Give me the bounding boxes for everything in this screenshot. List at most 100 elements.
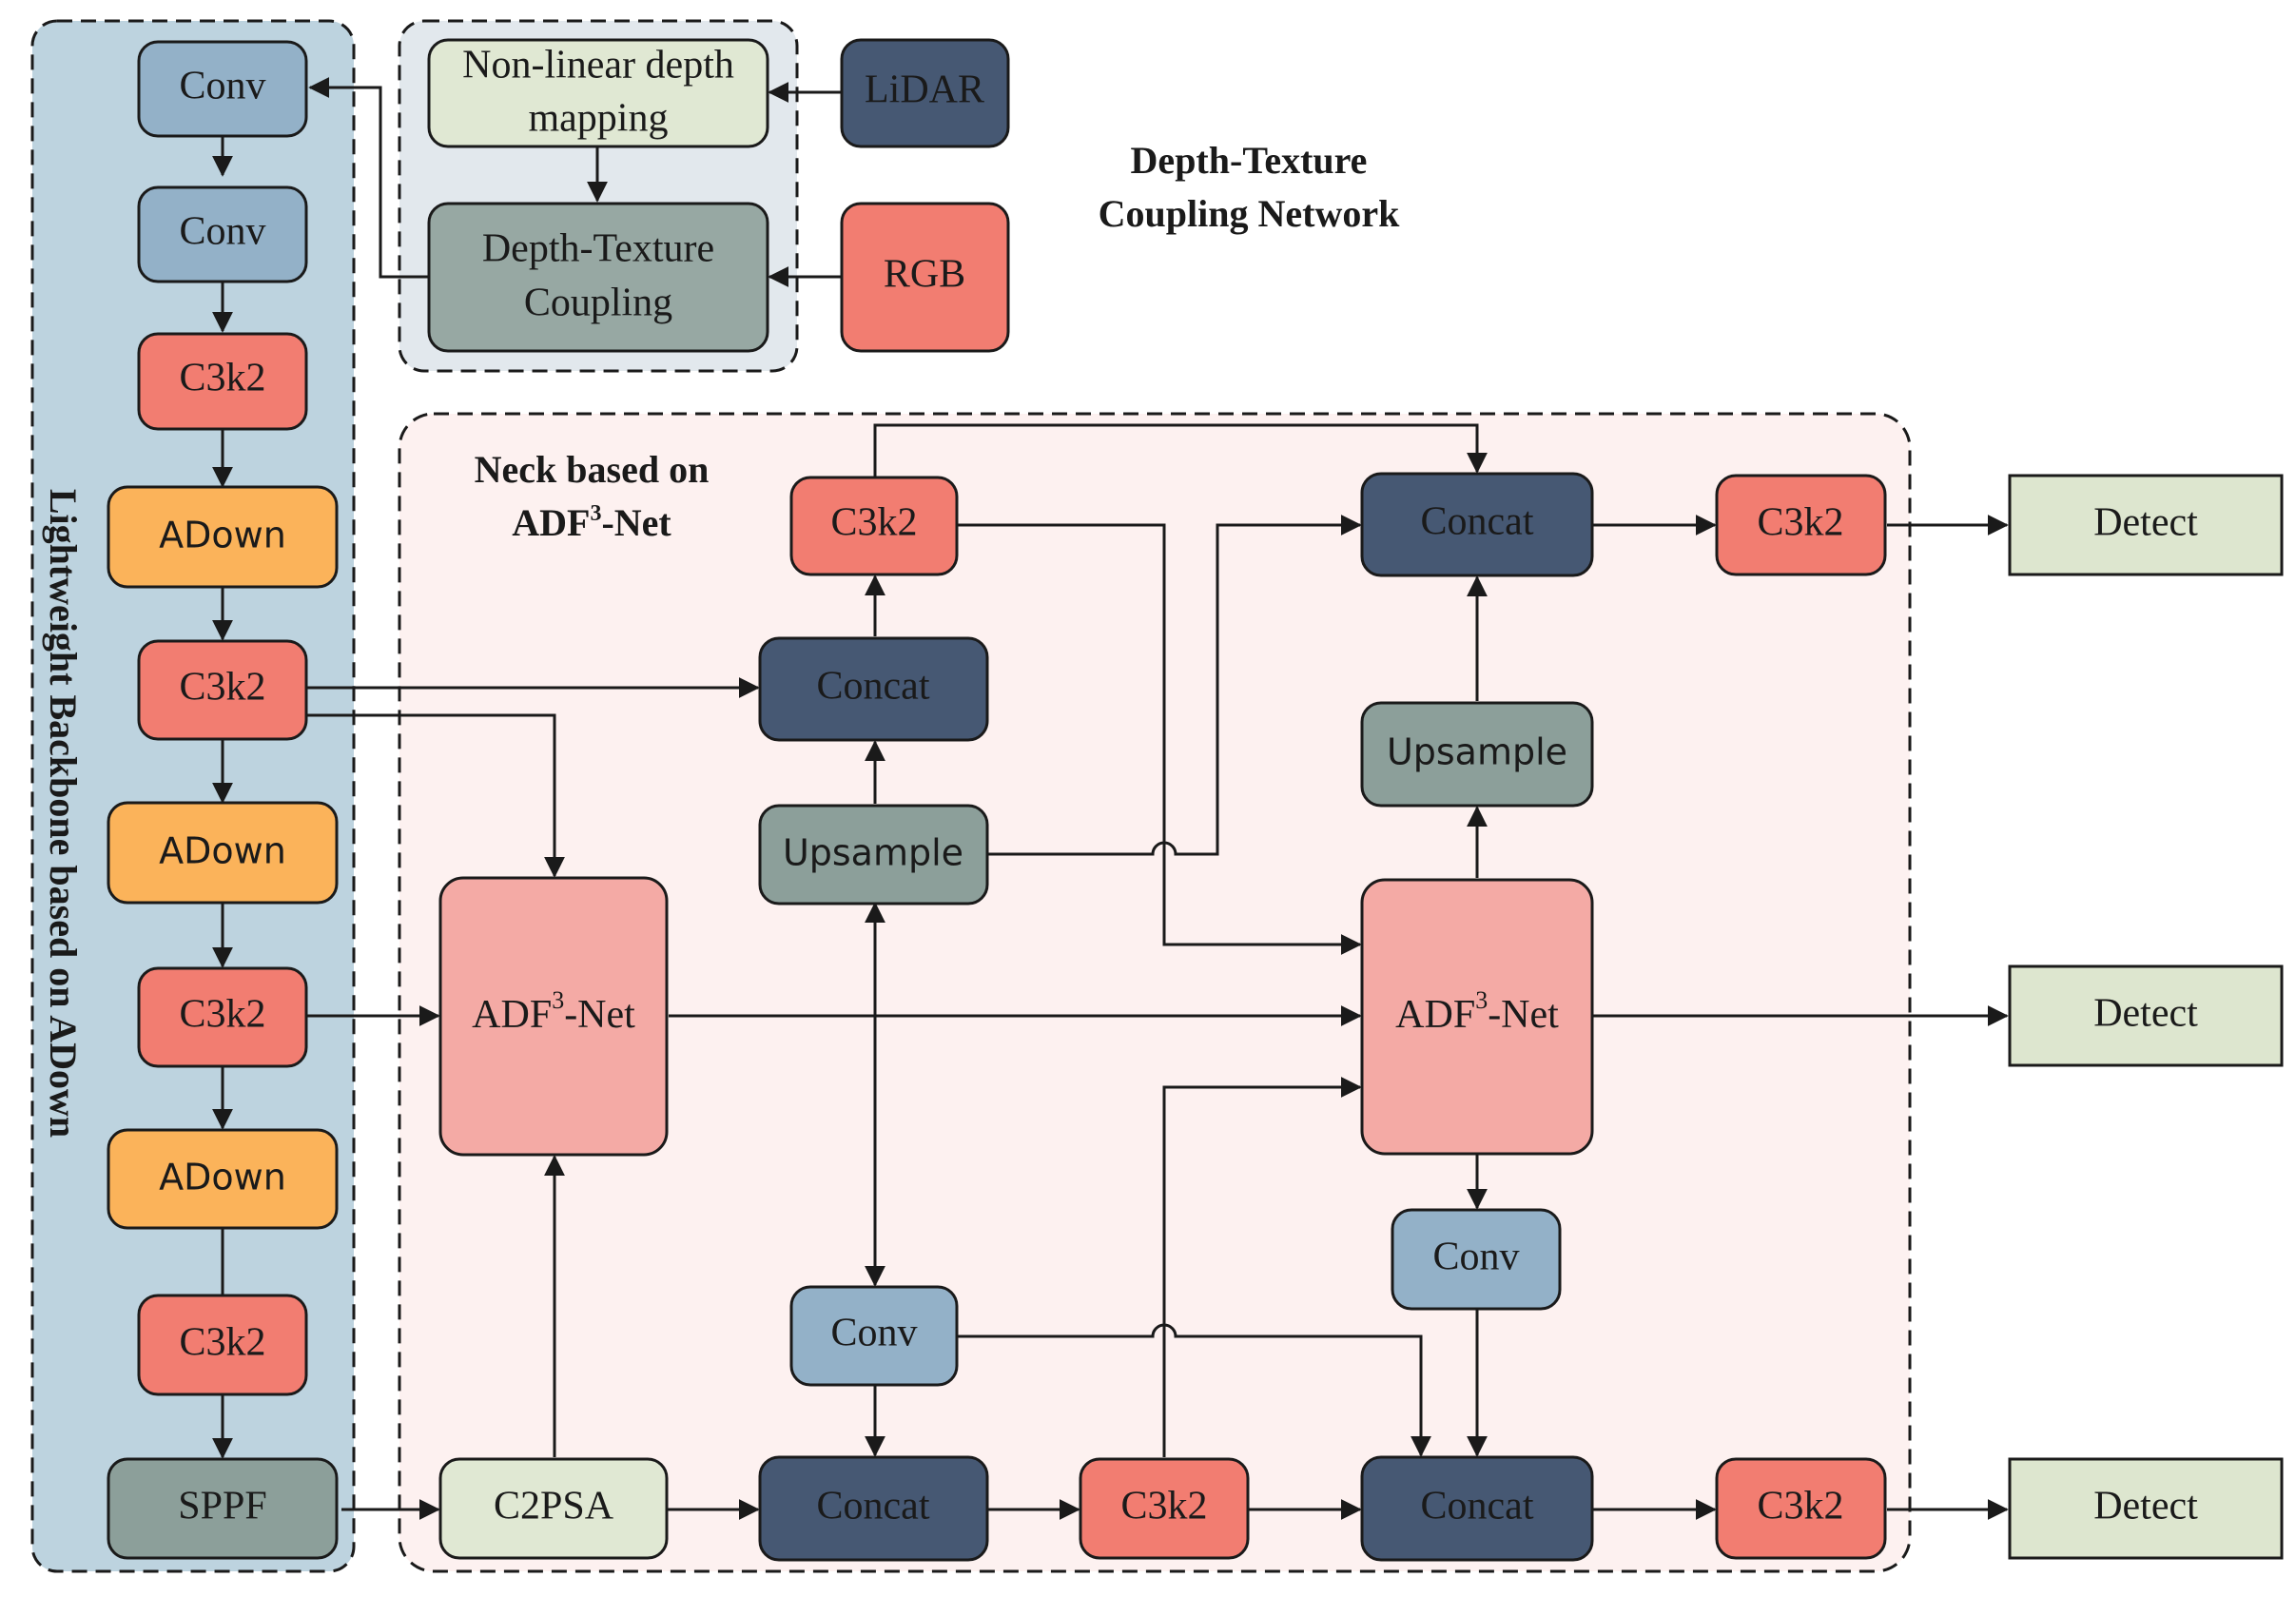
coupling-title-line1: Depth-Texture (1131, 139, 1368, 182)
c3k2-top-right-box (1715, 474, 1887, 576)
conv-right-label: Conv (1432, 1236, 1519, 1279)
concat-bottom-right: Concat (1360, 1455, 1594, 1562)
upsample-right: Upsample (1360, 701, 1594, 808)
rgb-input-label: RGB (884, 253, 965, 297)
nonlinear-depth-mapping-label-1: Non-linear depth (462, 44, 734, 88)
nonlinear-depth-mapping-label-2: mapping (529, 97, 669, 141)
detect-mid-label: Detect (2093, 992, 2198, 1036)
detect-bottom-label: Detect (2093, 1485, 2198, 1529)
adf-net-left-box (438, 876, 669, 1157)
edge-upsample-concattop (987, 515, 1362, 856)
coupling-title-line2: Coupling Network (1099, 192, 1400, 235)
backbone-c3k2-1-box (137, 332, 308, 431)
c3k2-top-right: C3k2 (1715, 474, 1887, 576)
neck-title-line1: Neck based on (475, 448, 710, 491)
backbone-conv-1: Conv (137, 40, 308, 138)
concat-bottom-mid-label: Concat (817, 1485, 930, 1529)
detect-bottom-box (2008, 1457, 2284, 1560)
upsample-mid-label: Upsample (783, 832, 963, 874)
detect-mid-box (2008, 964, 2284, 1067)
backbone-conv-2-box (137, 185, 308, 283)
backbone-c3k2-1: C3k2 (137, 332, 308, 431)
backbone-c3k2-2-box (137, 639, 308, 741)
backbone-c3k2-3-box (137, 966, 308, 1068)
lidar-input: LiDAR (840, 38, 1010, 148)
backbone-adown-1-box (107, 485, 339, 589)
concat-top-mid-box (758, 636, 989, 742)
upsample-right-label: Upsample (1387, 731, 1567, 773)
backbone-adown-2-box (107, 801, 339, 905)
backbone-c3k2-2: C3k2 (137, 639, 308, 741)
c3k2-bottom-right: C3k2 (1715, 1457, 1887, 1560)
concat-bottom-right-label: Concat (1421, 1485, 1534, 1529)
backbone-c3k2-3-label: C3k2 (179, 993, 265, 1037)
c3k2-bottom-mid: C3k2 (1079, 1457, 1250, 1560)
backbone-adown-2-label: ADown (159, 830, 286, 872)
backbone-sppf: SPPF (107, 1457, 339, 1560)
c3k2-top-mid-label: C3k2 (830, 501, 917, 545)
backbone-adown-3-box (107, 1128, 339, 1230)
adf-net-right-box (1360, 878, 1594, 1156)
c2psa: C2PSA (438, 1457, 669, 1560)
edge-c3k2bottom-adfright (1162, 1077, 1362, 1457)
adf-net-left: ADF3-Net (438, 876, 669, 1157)
backbone-conv-2: Conv (137, 185, 308, 283)
backbone-sppf-box (107, 1457, 339, 1560)
neck-title-line2: ADF3-Net (512, 501, 671, 544)
conv-right: Conv (1391, 1208, 1562, 1311)
backbone-c3k2-4: C3k2 (137, 1294, 308, 1396)
upsample-mid-box (758, 804, 989, 906)
conv-mid-label: Conv (830, 1312, 917, 1355)
c3k2-top-right-label: C3k2 (1757, 501, 1843, 545)
conv-mid: Conv (789, 1285, 959, 1387)
backbone-c3k2-3: C3k2 (137, 966, 308, 1068)
concat-top-right-box (1360, 472, 1594, 577)
rgb-input: RGB (840, 202, 1010, 353)
c2psa-label: C2PSA (494, 1485, 614, 1529)
conv-mid-box (789, 1285, 959, 1387)
concat-bottom-right-box (1360, 1455, 1594, 1562)
lidar-input-label: LiDAR (865, 68, 984, 112)
backbone-adown-1: ADown (107, 485, 339, 589)
nonlinear-depth-mapping: Non-linear depth mapping (427, 38, 769, 148)
c3k2-bottom-mid-label: C3k2 (1120, 1485, 1207, 1529)
nonlinear-depth-mapping-box (427, 38, 769, 148)
edge-c3k2-2-adfleft (307, 713, 565, 878)
edge-c3k2top-adfright (957, 523, 1362, 955)
depth-texture-coupling: Depth-Texture Coupling (427, 202, 769, 353)
depth-texture-coupling-box (427, 202, 769, 353)
backbone-conv-1-box (137, 40, 308, 138)
c2psa-box (438, 1457, 669, 1560)
concat-top-mid-label: Concat (817, 665, 930, 709)
concat-bottom-mid-box (758, 1455, 989, 1562)
concat-top-mid: Concat (758, 636, 989, 742)
conv-right-box (1391, 1208, 1562, 1311)
concat-bottom-mid: Concat (758, 1455, 989, 1562)
detect-mid: Detect (2008, 964, 2284, 1067)
c3k2-top-mid-box (789, 476, 959, 576)
backbone-adown-2: ADown (107, 801, 339, 905)
adf-net-left-label: ADF3-Net (472, 986, 635, 1037)
rgb-input-box (840, 202, 1010, 353)
upsample-right-box (1360, 701, 1594, 808)
adf-net-right-label: ADF3-Net (1395, 986, 1559, 1037)
backbone-conv-2-label: Conv (179, 210, 265, 254)
backbone-c3k2-4-box (137, 1294, 308, 1396)
detect-top-box (2008, 474, 2284, 576)
detect-bottom: Detect (2008, 1457, 2284, 1560)
c3k2-bottom-right-label: C3k2 (1757, 1485, 1843, 1529)
detect-top-label: Detect (2093, 501, 2198, 545)
c3k2-top-mid: C3k2 (789, 476, 959, 576)
backbone-c3k2-1-label: C3k2 (179, 357, 265, 400)
concat-top-right-label: Concat (1421, 500, 1534, 544)
backbone-conv-1-label: Conv (179, 65, 265, 108)
upsample-mid: Upsample (758, 804, 989, 906)
backbone-title: Lightweight Backbone based on ADown (42, 489, 85, 1138)
edge-c3k2top-concattop (873, 423, 1488, 477)
adf-net-right: ADF3-Net (1360, 878, 1594, 1156)
edge-dtc-conv1 (308, 77, 429, 279)
depth-texture-coupling-label-2: Coupling (524, 282, 672, 325)
backbone-sppf-label: SPPF (178, 1485, 266, 1529)
concat-top-right: Concat (1360, 472, 1594, 577)
